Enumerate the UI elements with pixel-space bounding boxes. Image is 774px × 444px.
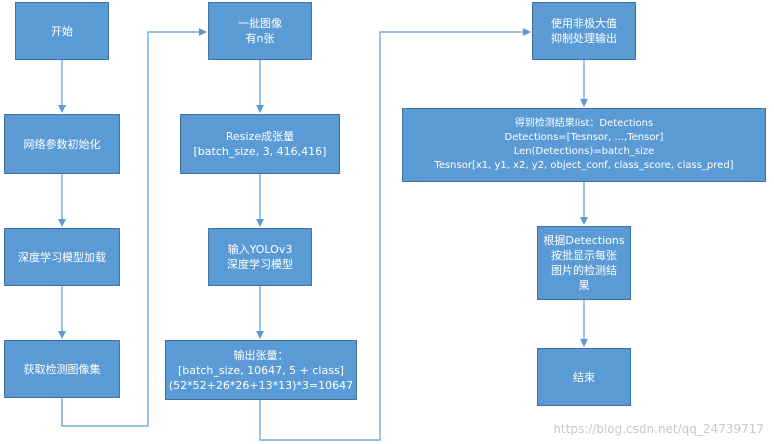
node-output-tensor: 输出张量： [batch_size, 10647, 5 + class] (52… [165,340,357,400]
node-display: 根据Detections 按批显示每张 图片的检测结 果 [537,226,631,300]
node-nms: 使用非极大值 抑制处理输出 [532,2,636,60]
node-get-images: 获取检测图像集 [4,340,120,398]
node-input-yolo: 输入YOLOv3 深度学习模型 [208,228,312,286]
node-start: 开始 [15,2,109,60]
node-end: 结束 [537,348,631,406]
node-load-model: 深度学习模型加载 [4,228,120,286]
node-batch-images: 一批图像 有n张 [208,2,312,60]
watermark-text: https://blog.csdn.net/qq_24739717 [553,422,764,436]
node-detections: 得到检测结果list：Detections Detections=[Tesnso… [402,108,766,182]
arrow-get-to-batch [61,28,207,427]
arrow-output-to-nms [259,28,531,441]
node-init-params: 网络参数初始化 [4,114,120,174]
node-resize: Resize成张量 [batch_size, 3, 416,416] [180,114,340,174]
